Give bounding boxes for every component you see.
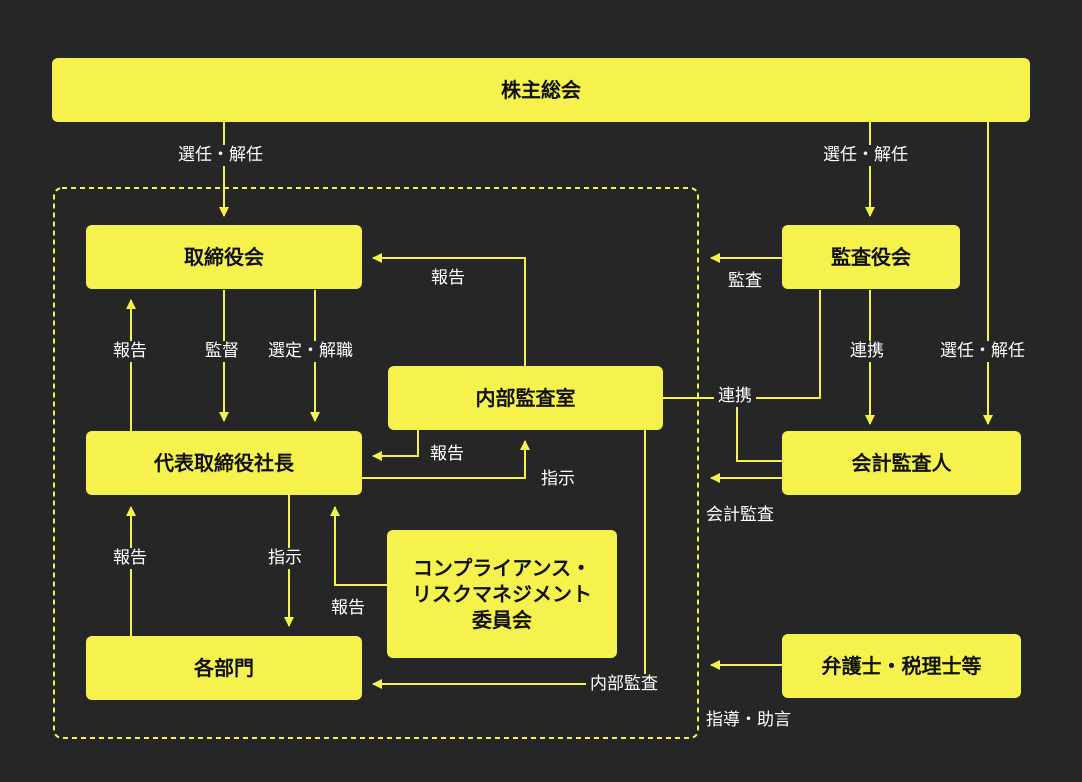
node-label: 各部門 (194, 656, 254, 680)
label-accounting-audit: 会計監査 (706, 505, 774, 525)
node-label: 株主総会 (501, 78, 581, 102)
label-select-dismiss-post: 選定・解職 (268, 341, 353, 362)
label-cooperate-audit-accounting: 連携 (850, 341, 884, 362)
line-audit-internal-cooperation (663, 290, 821, 399)
arrow-internal-to-board (372, 253, 526, 366)
arrow-committee-to-rep (330, 506, 387, 586)
label-internal-audit: 内部監査 (586, 674, 662, 695)
node-label: 取締役会 (184, 245, 264, 269)
node-label: 弁護士・税理士等 (821, 654, 982, 678)
label-audit-to-board: 監査 (728, 271, 762, 291)
node-internal-audit-office[interactable]: 内部監査室 (388, 366, 663, 430)
label-instruct-rep-to-internal: 指示 (541, 469, 575, 489)
node-audit-board[interactable]: 監査役会 (782, 225, 960, 289)
node-board-of-directors[interactable]: 取締役会 (86, 225, 362, 289)
node-accounting-auditor[interactable]: 会計監査人 (782, 431, 1021, 495)
node-departments[interactable]: 各部門 (86, 636, 362, 700)
label-elect-dismiss-right: 選任・解任 (940, 341, 1025, 362)
node-advisors[interactable]: 弁護士・税理士等 (782, 634, 1021, 698)
label-report-internal-to-rep: 報告 (430, 444, 464, 464)
node-label: コンプライアンス・ リスクマネジメント 委員会 (412, 556, 592, 632)
arrow-internal-to-rep (372, 430, 419, 461)
label-instruct-rep-to-dept: 指示 (268, 548, 302, 569)
label-guidance-advice: 指導・助言 (706, 710, 791, 730)
node-compliance-committee[interactable]: コンプライアンス・ リスクマネジメント 委員会 (387, 530, 617, 658)
label-report-rep-to-board: 報告 (113, 341, 147, 362)
node-label: 監査役会 (831, 245, 911, 269)
label-elect-dismiss-left: 選任・解任 (178, 145, 263, 166)
line-accounting-internal (736, 398, 782, 462)
label-supervise: 監督 (205, 341, 239, 362)
arrow-rep-to-internal (362, 440, 530, 479)
label-report-dept-to-rep: 報告 (113, 548, 147, 569)
node-label: 内部監査室 (475, 386, 576, 410)
node-label: 代表取締役社長 (154, 451, 294, 475)
label-report-internal-to-board: 報告 (431, 268, 465, 288)
node-label: 会計監査人 (851, 451, 952, 475)
node-shareholders-meeting[interactable]: 株主総会 (52, 58, 1030, 122)
node-representative-director[interactable]: 代表取締役社長 (86, 431, 362, 495)
label-elect-dismiss-audit: 選任・解任 (823, 145, 908, 166)
label-report-committee-to-rep: 報告 (331, 598, 365, 618)
label-cooperate-audit-internal: 連携 (714, 386, 756, 407)
